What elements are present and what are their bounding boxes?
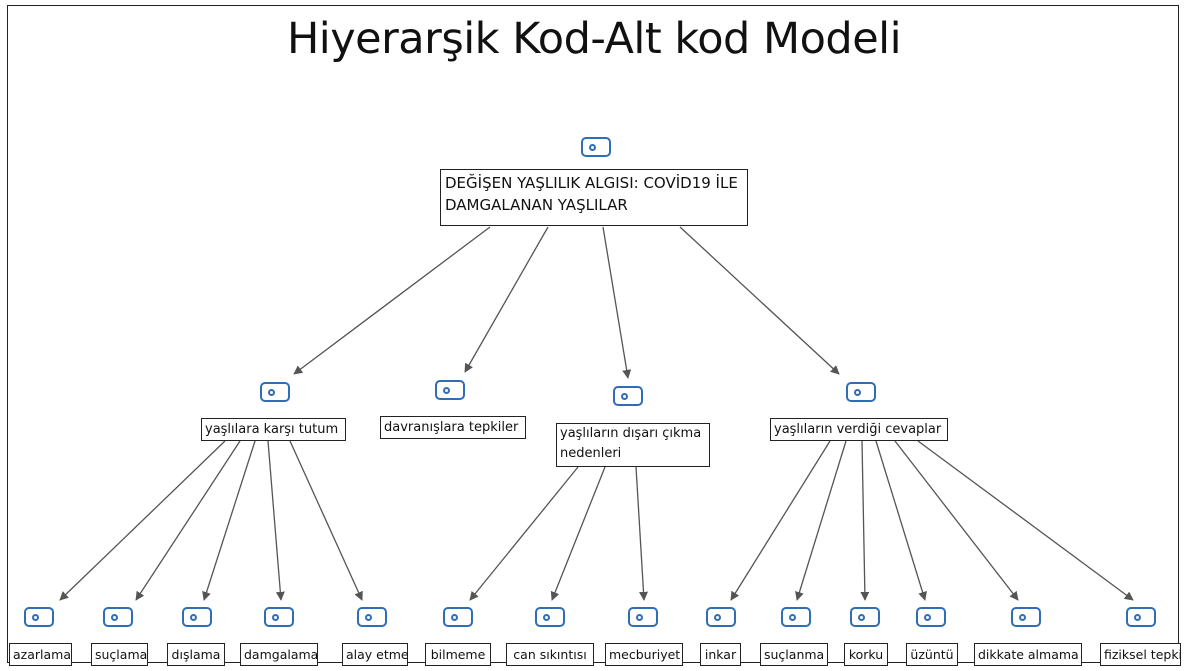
code-icon — [260, 382, 290, 402]
edge-arrow — [860, 440, 870, 601]
edge-arrow — [289, 440, 363, 601]
code-icon — [435, 380, 465, 400]
subcode-icon — [781, 607, 811, 627]
code-icon — [613, 386, 643, 406]
edge-arrow — [730, 440, 831, 601]
subcode-node[interactable]: fiziksel tepki — [1100, 643, 1182, 666]
subcode-icon — [850, 607, 880, 627]
edge-arrow — [464, 226, 549, 373]
edge-arrow — [469, 466, 579, 601]
code-node-nedenler[interactable]: yaşlıların dışarı çıkma nedenleri — [556, 423, 710, 467]
edge-arrow — [59, 440, 226, 601]
edge-arrow — [293, 226, 491, 375]
subcode-node[interactable]: korku — [844, 643, 888, 666]
root-node[interactable]: DEĞİŞEN YAŞLILIK ALGISI: COVİD19 İLE DAM… — [440, 169, 748, 226]
edge-arrow — [135, 440, 241, 601]
subcode-icon — [182, 607, 212, 627]
subcode-icon — [264, 607, 294, 627]
edge-arrow — [894, 440, 1019, 601]
subcode-icon — [24, 607, 54, 627]
edge-arrow — [679, 226, 840, 375]
edge-arrow — [917, 440, 1134, 601]
subcode-node[interactable]: azarlama — [9, 643, 72, 666]
subcode-node[interactable]: bilmeme — [425, 643, 491, 666]
edge-arrow — [635, 466, 649, 601]
edge-arrow — [267, 440, 285, 601]
subcode-node[interactable]: üzüntü — [906, 643, 958, 666]
code-node-cevaplar[interactable]: yaşlıların verdiği cevaplar — [770, 418, 948, 441]
code-node-tepkiler[interactable]: davranışlara tepkiler — [380, 416, 526, 439]
diagram-frame — [7, 5, 1179, 663]
subcode-node[interactable]: damgalama — [240, 643, 318, 666]
subcode-node[interactable]: dışlama — [167, 643, 225, 666]
subcode-icon — [1011, 607, 1041, 627]
subcode-icon — [916, 607, 946, 627]
subcode-icon — [628, 607, 658, 627]
edge-arrow — [602, 226, 632, 379]
code-icon — [846, 382, 876, 402]
subcode-node[interactable]: suçlanma — [760, 643, 828, 666]
edge-arrow — [795, 440, 847, 601]
subcode-node[interactable]: can sıkıntısı — [506, 643, 594, 666]
subcode-node[interactable]: inkar — [700, 643, 741, 666]
subcode-icon — [535, 607, 565, 627]
edge-arrow — [875, 440, 927, 601]
subcode-icon — [103, 607, 133, 627]
code-node-tutum[interactable]: yaşlılara karşı tutum — [201, 418, 346, 441]
subcode-icon — [357, 607, 387, 627]
diagram-title: Hiyerarşik Kod-Alt kod Modeli — [286, 14, 902, 64]
subcode-icon — [443, 607, 473, 627]
subcode-node[interactable]: alay etme — [342, 643, 409, 666]
edge-arrow — [202, 440, 256, 601]
subcode-icon — [706, 607, 736, 627]
root-code-icon — [581, 137, 611, 157]
edge-arrow — [550, 466, 606, 601]
subcode-icon — [1126, 607, 1156, 627]
subcode-node[interactable]: suçlama — [91, 643, 148, 666]
subcode-node[interactable]: dikkate almama — [974, 643, 1082, 666]
subcode-node[interactable]: mecburiyet — [605, 643, 683, 666]
